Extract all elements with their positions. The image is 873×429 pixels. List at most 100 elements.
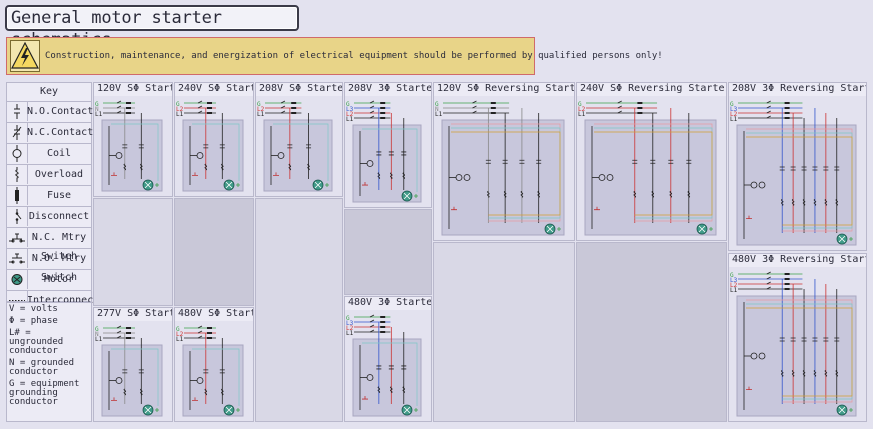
ground-terminal [414, 408, 418, 412]
disconnect-icon [766, 276, 771, 280]
line-label: G [95, 101, 99, 108]
abbreviation-item: V = volts [9, 305, 89, 314]
line-label: L2 [578, 106, 586, 113]
line-label: L2 [730, 111, 738, 118]
no-contact-icon [122, 144, 128, 149]
abbreviation-item: L# = ungrounded conductor [9, 329, 89, 356]
disconnect-icon [197, 330, 203, 334]
fuse-icon [784, 107, 790, 109]
key-label: N.C.Contact [27, 127, 94, 138]
key-symbol [7, 228, 28, 247]
fuse-icon [126, 102, 131, 104]
line-label: G [257, 101, 261, 108]
no-contact-icon [502, 159, 508, 164]
disconnect-icon [280, 110, 286, 114]
interconnect-wire [111, 123, 159, 181]
abbreviation-text: ungrounded conductor [9, 337, 64, 356]
disconnect-icon [197, 100, 203, 104]
nc-momentary-switch-icon [362, 182, 368, 186]
motor-glyph [144, 181, 152, 189]
schematic-title: 208V SΦ Starter [256, 83, 342, 96]
no-contact-icon [790, 337, 796, 342]
no-contact-icon [287, 144, 293, 149]
nc-momentary-switch-icon [594, 206, 600, 211]
nc-momentary-switch-icon [746, 215, 752, 219]
line-label: L2 [346, 325, 354, 332]
ground-terminal [236, 183, 240, 187]
line-label: L1 [578, 111, 586, 118]
key-label: Fuse [46, 190, 72, 201]
line-label: L1 [176, 111, 184, 118]
schematic-title: 277V SΦ Starter [94, 308, 172, 321]
key-label: Overload [34, 169, 84, 180]
disconnect-icon [369, 319, 375, 323]
disconnect-icon [116, 325, 122, 329]
ground-terminal [414, 194, 418, 198]
key-header: Key [39, 86, 59, 97]
disconnect-icon [766, 271, 771, 275]
line-label: N [95, 331, 99, 338]
ground-terminal [849, 237, 853, 241]
disconnect-icon [617, 110, 622, 114]
line-label: L1 [435, 111, 443, 118]
disconnect-icon [766, 281, 771, 285]
disconnect-icon [766, 286, 771, 290]
fuse-icon [15, 187, 19, 204]
overload-icon [307, 163, 310, 171]
key-item-coil: Coil [7, 143, 91, 164]
line-label: N [95, 106, 99, 113]
schematic-title: 120V SΦ Reversing Starter [434, 83, 574, 96]
no-contact-icon [138, 144, 144, 149]
schematic-title: 480V SΦ Starter [175, 308, 253, 321]
no-contact-icon [801, 337, 807, 342]
disconnect-icon [617, 100, 622, 104]
ground-terminal [325, 183, 329, 187]
line-label: L1 [730, 116, 738, 123]
disconnect-icon [116, 105, 122, 109]
interconnect-wire [451, 131, 561, 216]
fuse-icon [784, 288, 790, 290]
key-symbol [7, 165, 28, 184]
fuse-icon [126, 107, 131, 109]
nc-momentary-switch-icon [746, 386, 752, 390]
empty-cell [255, 198, 343, 422]
abbreviation-text: grounded conductor [9, 358, 75, 377]
interconnect-wire [111, 348, 159, 406]
line-label: L1 [346, 330, 354, 337]
fuse-icon [291, 102, 297, 104]
key-label: N.O.Contact [27, 106, 94, 117]
no-contact-icon [485, 159, 491, 164]
key-label: Motor [43, 274, 75, 285]
overload-icon [824, 370, 828, 377]
key-label: Coil [46, 148, 72, 159]
no-contact-icon [801, 166, 807, 171]
abbreviation-item: N = grounded conductor [9, 359, 89, 377]
no-contact-icon [812, 166, 818, 171]
nc-contact-icon [12, 125, 22, 140]
disconnect-icon [472, 100, 477, 104]
key-item-overload: Overload [7, 164, 91, 185]
fuse-icon [380, 112, 386, 114]
disconnect-icon [15, 209, 22, 224]
fuse-icon [380, 102, 386, 104]
line-label: L2 [346, 111, 354, 118]
line-label: G [578, 101, 582, 108]
disconnect-icon [116, 330, 122, 334]
motor-glyph [698, 225, 706, 233]
overload-icon [402, 386, 406, 394]
fuse-icon [380, 321, 386, 323]
motor-glyph [314, 181, 322, 189]
overload-icon [651, 190, 655, 198]
no-contact-icon [519, 159, 525, 164]
